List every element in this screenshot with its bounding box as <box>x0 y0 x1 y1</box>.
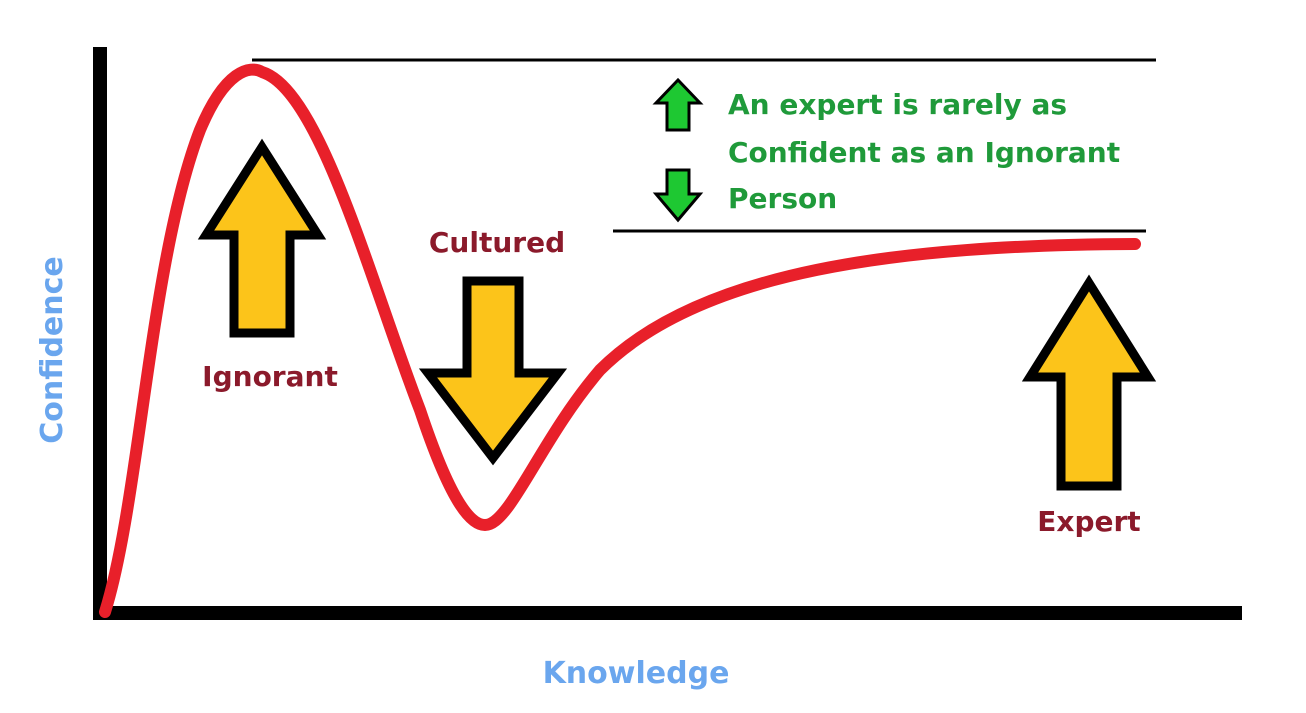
y-axis-label: Confidence <box>35 256 70 444</box>
callout-line-3: Person <box>728 182 837 215</box>
label-expert: Expert <box>1037 505 1140 538</box>
callout-down-arrow-icon <box>652 168 704 223</box>
callout-line-2: Confident as an Ignorant <box>728 136 1120 169</box>
ignorant-up-arrow <box>197 138 327 338</box>
x-axis-label: Knowledge <box>543 656 730 691</box>
label-cultured: Cultured <box>429 226 565 259</box>
confidence-curve <box>99 63 1141 618</box>
label-ignorant: Ignorant <box>202 360 338 393</box>
callout-line-1: An expert is rarely as <box>728 88 1067 121</box>
cultured-down-arrow <box>418 276 568 466</box>
callout-up-arrow-icon <box>652 77 704 132</box>
expert-up-arrow <box>1021 274 1157 491</box>
